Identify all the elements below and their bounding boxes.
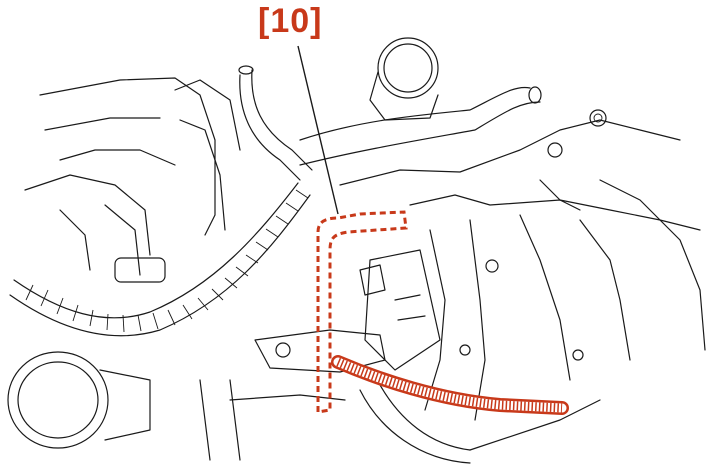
oil-filter bbox=[7, 351, 151, 449]
callout-leader-line bbox=[297, 45, 339, 215]
highlight-dashed-outline bbox=[316, 210, 408, 414]
corrugated-hose bbox=[9, 182, 311, 337]
flywheel-housing bbox=[199, 329, 601, 464]
coolant-pipe bbox=[299, 86, 542, 166]
engine-block-outline bbox=[24, 77, 241, 283]
callout-label: [10] bbox=[258, 2, 323, 40]
upper-hose bbox=[238, 65, 313, 181]
gearbox-housing bbox=[339, 109, 706, 421]
highlight-hose bbox=[331, 355, 569, 415]
reservoir-cap bbox=[369, 37, 439, 121]
